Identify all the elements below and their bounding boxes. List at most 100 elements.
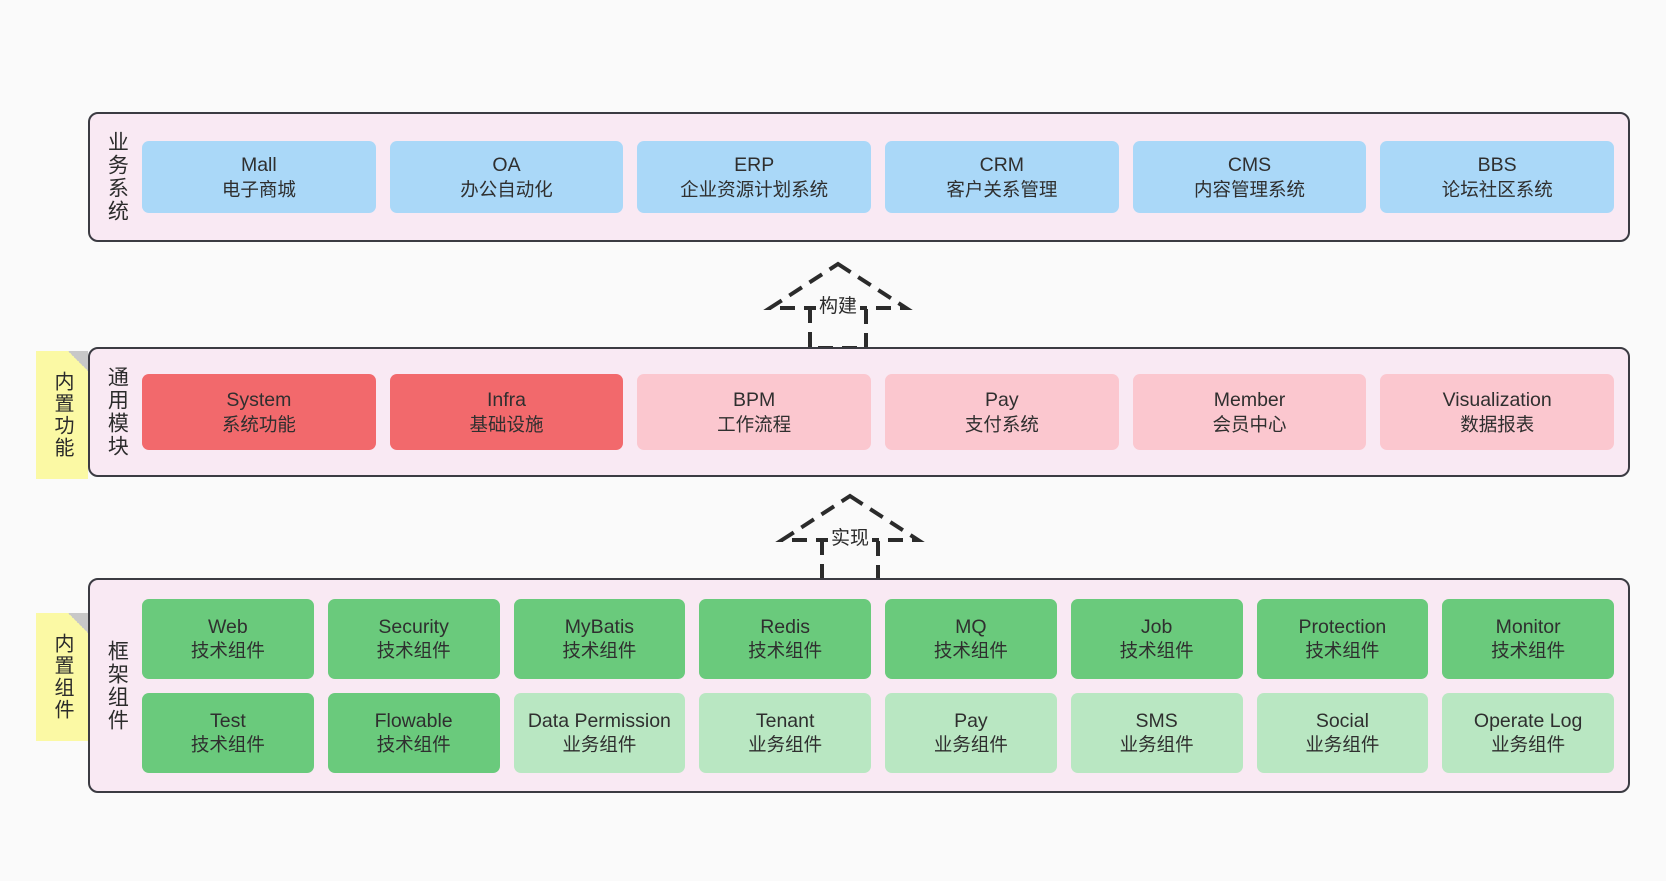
box-flowable[interactable]: Flowable 技术组件: [327, 692, 500, 773]
box-operate-log[interactable]: Operate Log 业务组件: [1442, 692, 1614, 773]
box-title: BBS: [1477, 154, 1517, 177]
box-subtitle: 业务组件: [1305, 734, 1380, 756]
box-job[interactable]: Job 技术组件: [1070, 598, 1243, 679]
box-oa[interactable]: OA 办公自动化: [389, 141, 624, 213]
note-builtin-features: 内置功能: [36, 351, 88, 479]
box-title: Job: [1140, 615, 1173, 638]
box-mq[interactable]: MQ 技术组件: [885, 598, 1057, 679]
box-security[interactable]: Security 技术组件: [327, 598, 500, 679]
box-title: Mall: [240, 154, 277, 177]
box-title: Social: [1315, 709, 1369, 732]
box-subtitle: 支付系统: [964, 413, 1039, 435]
box-subtitle: 内容管理系统: [1194, 178, 1306, 200]
layer-framework-components: 框架组件 Web 技术组件 Security 技术组件 MyBatis 技术组件…: [88, 578, 1630, 793]
box-title: System: [226, 389, 292, 412]
layer-common-modules: 通用模块 System 系统功能 Infra 基础设施 BPM 工作流程 Pay…: [88, 347, 1630, 477]
box-subtitle: 电子商城: [221, 178, 296, 200]
connector-implement-label: 实现: [828, 523, 873, 550]
box-mybatis[interactable]: MyBatis 技术组件: [513, 598, 686, 679]
box-bbs[interactable]: BBS 论坛社区系统: [1380, 141, 1615, 213]
note-label: 内置组件: [51, 633, 73, 721]
box-subtitle: 办公自动化: [460, 178, 553, 200]
note-builtin-components: 内置组件: [36, 613, 88, 741]
box-title: Security: [378, 615, 449, 638]
layer-title-business-systems: 业务系统: [105, 131, 129, 223]
box-subtitle: 系统功能: [221, 413, 296, 435]
box-subtitle: 工作流程: [717, 413, 792, 435]
box-title: Pay: [954, 709, 988, 732]
note-fold-corner-icon: [68, 351, 88, 371]
box-row: Test 技术组件 Flowable 技术组件 Data Permission …: [142, 692, 1614, 773]
box-subtitle: 技术组件: [933, 640, 1008, 662]
box-pay-module[interactable]: Pay 支付系统: [885, 374, 1119, 450]
box-subtitle: 业务组件: [1119, 734, 1194, 756]
box-subtitle: 业务组件: [562, 734, 637, 756]
box-title: CRM: [979, 154, 1025, 177]
box-social[interactable]: Social 业务组件: [1256, 692, 1429, 773]
box-title: Redis: [760, 615, 811, 638]
box-title: Infra: [486, 389, 527, 412]
box-redis[interactable]: Redis 技术组件: [699, 598, 871, 679]
box-title: MQ: [955, 615, 987, 638]
box-system[interactable]: System 系统功能: [142, 374, 376, 450]
box-title: CMS: [1227, 154, 1272, 177]
box-crm[interactable]: CRM 客户关系管理: [885, 141, 1119, 213]
box-tenant[interactable]: Tenant 业务组件: [699, 692, 871, 773]
box-mall[interactable]: Mall 电子商城: [142, 141, 376, 213]
layer-business-systems: 业务系统 Mall 电子商城 OA 办公自动化 ERP 企业资源计划系统 CRM…: [88, 112, 1630, 242]
box-title: Test: [209, 709, 246, 732]
box-subtitle: 业务组件: [748, 734, 823, 756]
box-row: Web 技术组件 Security 技术组件 MyBatis 技术组件 Redi…: [142, 598, 1614, 679]
box-subtitle: 企业资源计划系统: [680, 178, 829, 200]
box-subtitle: 论坛社区系统: [1441, 178, 1553, 200]
box-infra[interactable]: Infra 基础设施: [389, 374, 624, 450]
layer-body-framework-components: Web 技术组件 Security 技术组件 MyBatis 技术组件 Redi…: [142, 580, 1628, 791]
box-subtitle: 技术组件: [190, 734, 265, 756]
box-subtitle: 技术组件: [1305, 640, 1380, 662]
box-web[interactable]: Web 技术组件: [142, 598, 314, 679]
box-subtitle: 客户关系管理: [946, 178, 1058, 200]
box-bpm[interactable]: BPM 工作流程: [637, 374, 872, 450]
box-cms[interactable]: CMS 内容管理系统: [1132, 141, 1367, 213]
box-row: Mall 电子商城 OA 办公自动化 ERP 企业资源计划系统 CRM 客户关系…: [142, 141, 1615, 213]
box-title: Pay: [985, 389, 1019, 412]
box-subtitle: 会员中心: [1212, 413, 1287, 435]
box-title: Monitor: [1495, 615, 1561, 638]
box-subtitle: 技术组件: [190, 640, 265, 662]
box-title: Protection: [1298, 615, 1387, 638]
box-monitor[interactable]: Monitor 技术组件: [1442, 598, 1614, 679]
box-subtitle: 数据报表: [1460, 413, 1535, 435]
box-pay-component[interactable]: Pay 业务组件: [885, 692, 1057, 773]
layer-title-framework-components: 框架组件: [105, 639, 129, 732]
note-label: 内置功能: [51, 371, 73, 459]
box-subtitle: 技术组件: [376, 640, 451, 662]
box-member[interactable]: Member 会员中心: [1132, 374, 1367, 450]
box-title: Tenant: [755, 709, 815, 732]
layer-title-common-modules: 通用模块: [105, 366, 129, 458]
box-subtitle: 技术组件: [376, 734, 451, 756]
box-protection[interactable]: Protection 技术组件: [1256, 598, 1429, 679]
box-subtitle: 业务组件: [933, 734, 1008, 756]
box-title: MyBatis: [564, 615, 635, 638]
box-erp[interactable]: ERP 企业资源计划系统: [637, 141, 872, 213]
box-title: Member: [1213, 389, 1286, 412]
note-fold-corner-icon: [68, 613, 88, 633]
box-title: BPM: [733, 389, 776, 412]
box-data-permission[interactable]: Data Permission 业务组件: [513, 692, 686, 773]
layer-body-common-modules: System 系统功能 Infra 基础设施 BPM 工作流程 Pay 支付系统…: [142, 349, 1628, 475]
box-title: Web: [208, 615, 248, 638]
box-visualization[interactable]: Visualization 数据报表: [1380, 374, 1615, 450]
box-title: Data Permission: [527, 709, 671, 732]
layer-body-business-systems: Mall 电子商城 OA 办公自动化 ERP 企业资源计划系统 CRM 客户关系…: [142, 114, 1628, 240]
box-title: SMS: [1135, 709, 1178, 732]
box-title: Flowable: [374, 709, 453, 732]
box-subtitle: 技术组件: [1119, 640, 1194, 662]
box-sms[interactable]: SMS 业务组件: [1070, 692, 1243, 773]
box-test[interactable]: Test 技术组件: [142, 692, 314, 773]
box-title: Operate Log: [1473, 709, 1583, 732]
box-title: Visualization: [1442, 389, 1552, 412]
box-row: System 系统功能 Infra 基础设施 BPM 工作流程 Pay 支付系统…: [142, 374, 1615, 450]
box-subtitle: 技术组件: [1491, 640, 1566, 662]
box-subtitle: 基础设施: [469, 413, 544, 435]
box-subtitle: 技术组件: [748, 640, 823, 662]
